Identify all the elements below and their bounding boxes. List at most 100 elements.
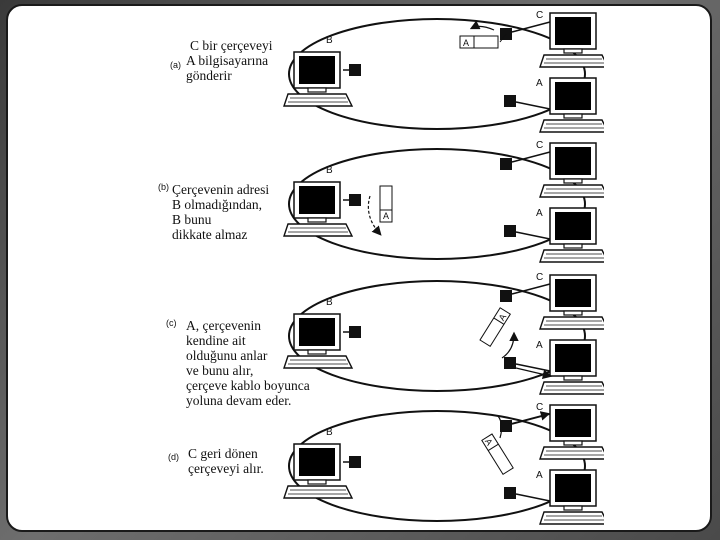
keyboard [539, 54, 604, 68]
monitor-screen [299, 56, 335, 84]
keyboard [539, 446, 604, 460]
computer-a [539, 207, 604, 263]
frame-body [379, 185, 393, 223]
caption-line: Çerçevenin adresi [172, 182, 269, 197]
keyboard [539, 184, 604, 198]
keyboard [539, 119, 604, 133]
c-link [511, 21, 551, 33]
monitor-screen [555, 409, 591, 437]
monitor-screen [555, 344, 591, 372]
frame-divider [487, 443, 499, 451]
caption-line: C bir çerçeveyi [190, 38, 273, 53]
caption-line: çerçeve kablo boyunca [186, 378, 310, 393]
monitor-stand [563, 440, 583, 446]
computer-c [539, 12, 604, 68]
frame-path [499, 33, 507, 43]
ring-cable [288, 410, 586, 522]
computer-c [539, 274, 604, 330]
ring-cable [288, 18, 586, 130]
ring-interface [349, 194, 361, 206]
panel-tag: (d) [168, 452, 179, 462]
monitor-stand [307, 217, 327, 223]
keyboard [283, 223, 354, 237]
monitor-screen [555, 147, 591, 175]
direction-arrow [501, 331, 519, 359]
panel-tag: (a) [170, 60, 181, 70]
ring-interface [500, 158, 512, 170]
caption-line: B bunu [172, 212, 212, 227]
frame-label: A [463, 38, 469, 48]
ring-interface [349, 64, 361, 76]
monitor-stand [563, 178, 583, 184]
computer-c-label: C [536, 272, 543, 283]
keyboard [539, 511, 604, 525]
computer-b-label: B [326, 427, 333, 438]
keyboard [539, 381, 604, 395]
monitor-screen [555, 474, 591, 502]
c-link [511, 151, 551, 163]
monitor-screen [555, 82, 591, 110]
monitor-screen [299, 318, 335, 346]
a-link [515, 363, 551, 372]
frame-label: A [497, 312, 509, 322]
receive-arrow [509, 411, 551, 425]
monitor-screen [555, 279, 591, 307]
caption-line: A bilgisayarına [186, 53, 268, 68]
monitor-stand [307, 479, 327, 485]
caption-line: B olmadığından, [172, 197, 262, 212]
a-link [515, 231, 551, 240]
caption-line: gönderir [186, 68, 232, 83]
computer-b-label: B [326, 35, 333, 46]
computer-a [539, 469, 604, 525]
computer-a [539, 77, 604, 133]
frame-body [479, 307, 512, 348]
caption-line: C geri dönen [188, 446, 258, 461]
computer-b [283, 51, 354, 107]
c-link [511, 283, 551, 295]
keyboard [283, 485, 354, 499]
frame: A [479, 307, 512, 348]
ring-interface [349, 456, 361, 468]
frame: A [481, 433, 514, 475]
monitor-stand [307, 349, 327, 355]
caption-line: kendine ait [186, 333, 246, 348]
monitor-screen [299, 186, 335, 214]
computer-c-label: C [536, 10, 543, 21]
monitor-stand [563, 48, 583, 54]
computer-b [283, 313, 354, 369]
a-link [515, 101, 551, 110]
direction-arrow [469, 20, 495, 31]
keyboard [539, 316, 604, 330]
caption-line: A, çerçevenin [186, 318, 261, 333]
computer-b [283, 443, 354, 499]
keyboard [283, 355, 354, 369]
direction-arrow [367, 195, 382, 236]
ring-interface [500, 290, 512, 302]
monitor-screen [555, 212, 591, 240]
ring-interface [504, 225, 516, 237]
caption-line: çerçeveyi alır. [188, 461, 264, 476]
frame-divider [493, 317, 505, 325]
caption-line: yoluna devam eder. [186, 393, 291, 408]
monitor-stand [563, 310, 583, 316]
a-link [515, 493, 551, 502]
monitor-stand [563, 113, 583, 119]
computer-c [539, 404, 604, 460]
computer-a-label: A [536, 208, 543, 219]
monitor-screen [555, 17, 591, 45]
computer-c-label: C [536, 140, 543, 151]
caption-line: ve bunu alır, [186, 363, 253, 378]
monitor-stand [307, 87, 327, 93]
ring-interface [504, 95, 516, 107]
computer-b [283, 181, 354, 237]
frame-body [459, 35, 499, 49]
monitor-stand [563, 375, 583, 381]
